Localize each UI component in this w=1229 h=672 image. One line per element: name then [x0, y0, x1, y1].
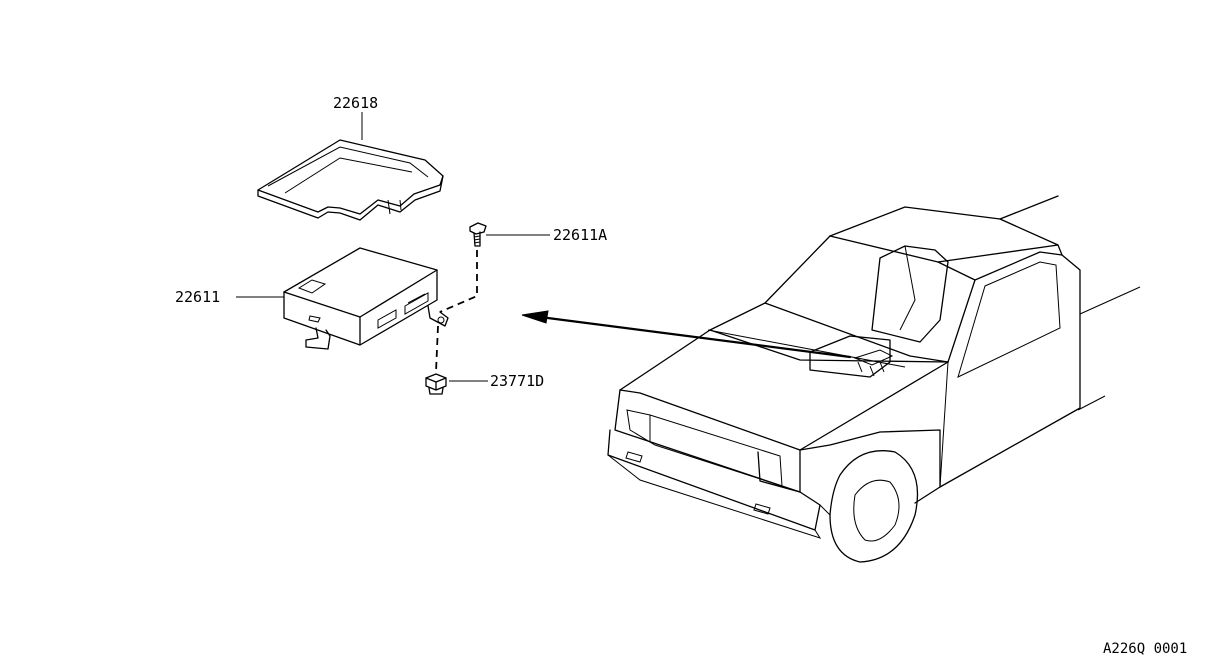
clip-install-line: [435, 325, 439, 373]
ecu-cover-icon: [257, 139, 444, 221]
location-arrow-icon: [521, 310, 852, 359]
callout-cover: 22618: [333, 94, 378, 112]
pickup-truck-icon: [607, 195, 1141, 563]
figure-code: A226Q 0001: [1103, 641, 1187, 657]
callout-clip: 23771D: [490, 372, 544, 390]
callout-bolt: 22611A: [553, 226, 607, 244]
bolt-install-line: [439, 250, 478, 313]
callout-control-unit: 22611: [175, 288, 220, 306]
clip-icon: [425, 373, 447, 395]
bolt-icon: [469, 222, 487, 247]
control-unit-icon: [283, 247, 449, 350]
